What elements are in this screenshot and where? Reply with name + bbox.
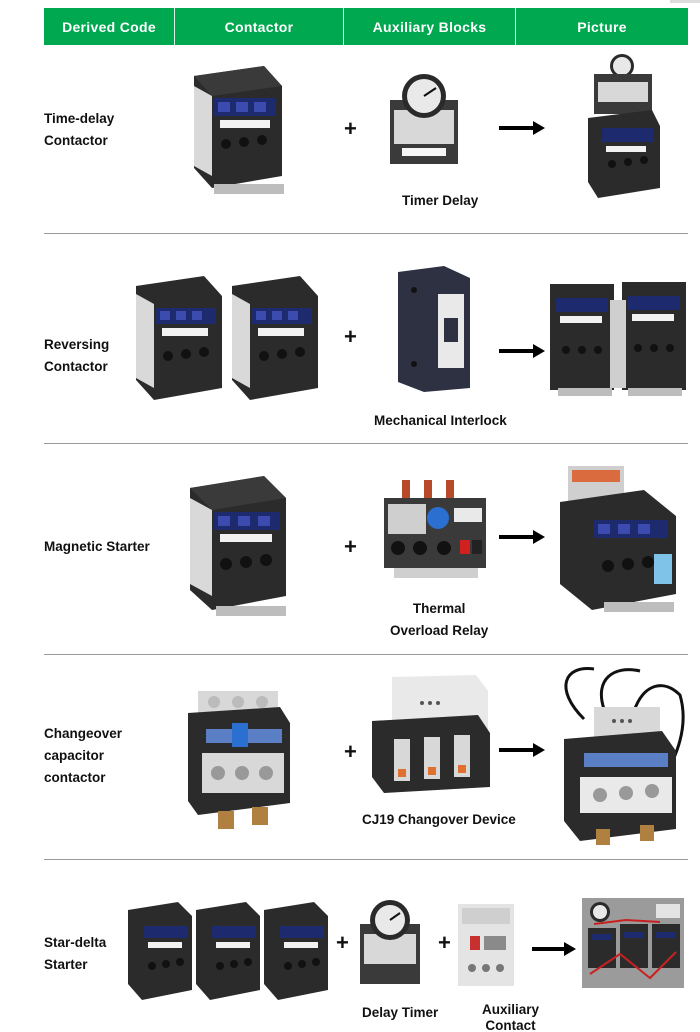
caption-line: Thermal	[412, 601, 466, 616]
caption-line: Mechanical Interlock	[374, 413, 507, 428]
caption: CJ19 Changover Device	[362, 809, 516, 831]
row-divider	[44, 654, 688, 655]
page-corner-mark	[670, 0, 700, 3]
arrow-icon	[499, 743, 545, 757]
row-label-line: Magnetic Starter	[44, 539, 150, 554]
cj19-changeover-device-image	[368, 673, 494, 795]
row-time-delay-contactor: Time-delay Contactor + Timer Delay	[44, 48, 688, 233]
picture-image	[544, 659, 690, 849]
contactor-image	[180, 466, 292, 618]
plus-symbol: +	[336, 930, 349, 955]
plus-symbol: +	[344, 534, 357, 559]
delay-timer-image	[354, 896, 426, 988]
timer-delay-image	[384, 70, 464, 170]
table-header: Derived Code Contactor Auxiliary Blocks …	[44, 8, 688, 45]
plus-symbol: +	[344, 324, 357, 349]
row-label-line: capacitor	[44, 748, 105, 763]
row-divider	[44, 859, 688, 860]
auxiliary-contact-image	[454, 900, 518, 990]
caption: Thermal Overload Relay	[390, 598, 488, 642]
plus-symbol: +	[438, 930, 451, 955]
plus-symbol: +	[344, 116, 357, 141]
row-magnetic-starter: Magnetic Starter + Thermal Overload Rela	[44, 444, 688, 654]
row-label: Time-delay Contactor	[44, 108, 114, 152]
arrow-icon	[499, 530, 545, 544]
caption-line: Timer Delay	[402, 193, 479, 208]
row-label-line: contactor	[44, 770, 106, 785]
row-divider	[44, 233, 688, 234]
row-label-line: Contactor	[44, 359, 108, 374]
picture-image	[580, 894, 686, 992]
caption-line: Contact	[485, 1018, 536, 1032]
caption-line: Delay Timer	[362, 1005, 439, 1020]
row-label-line: Reversing	[44, 337, 110, 352]
row-star-delta-starter: Star-delta Starter +	[44, 860, 688, 1032]
row-label: Star-delta Starter	[44, 932, 106, 976]
caption: Timer Delay	[402, 190, 478, 212]
row-reversing-contactor: Reversing Contactor +	[44, 234, 688, 442]
caption-line: CJ19 Changover Device	[362, 812, 516, 827]
picture-image	[548, 276, 688, 400]
contactor-image	[182, 683, 294, 833]
row-changeover-capacitor-contactor: Changeover capacitor contactor + CJ19 Ch…	[44, 655, 688, 859]
row-label-line: Starter	[44, 957, 88, 972]
caption: Mechanical Interlock	[374, 410, 507, 432]
caption-line: Auxiliary	[482, 1002, 540, 1017]
contactor-image	[130, 264, 326, 414]
arrow-icon	[499, 121, 545, 135]
row-label: Changeover capacitor contactor	[44, 723, 122, 789]
arrow-icon	[532, 942, 576, 956]
caption: Auxiliary Contact	[482, 1002, 539, 1032]
caption: Delay Timer	[362, 1002, 438, 1024]
arrow-icon	[499, 344, 545, 358]
header-auxiliary-blocks: Auxiliary Blocks	[344, 8, 516, 45]
row-label-line: Changeover	[44, 726, 123, 741]
picture-image	[582, 52, 664, 200]
row-label-line: Contactor	[44, 133, 108, 148]
thermal-overload-relay-image	[380, 478, 490, 582]
row-label: Reversing Contactor	[44, 334, 109, 378]
row-label-line: Time-delay	[44, 111, 115, 126]
contactor-image	[184, 56, 286, 196]
row-label: Magnetic Starter	[44, 536, 150, 558]
header-picture: Picture	[577, 18, 627, 35]
mechanical-interlock-image	[394, 264, 474, 394]
plus-symbol: +	[344, 739, 357, 764]
row-divider	[44, 443, 688, 444]
header-derived-code: Derived Code	[44, 8, 175, 45]
header-contactor: Contactor	[175, 8, 344, 45]
caption-line: Overload Relay	[390, 623, 489, 638]
contactor-image	[124, 894, 330, 1006]
row-label-line: Star-delta	[44, 935, 107, 950]
picture-image	[554, 462, 684, 618]
